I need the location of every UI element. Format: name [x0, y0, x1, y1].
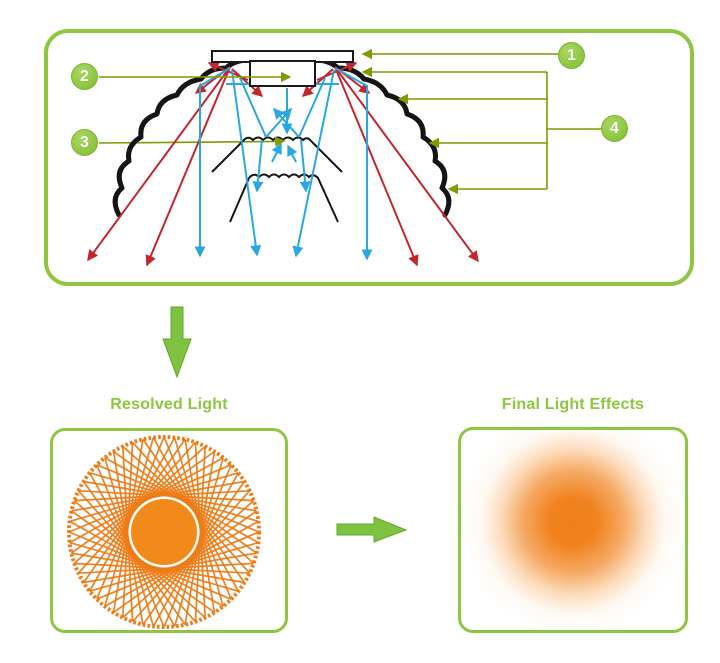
resolved-light-panel: [50, 428, 288, 633]
callout-badge-2: 2: [71, 63, 98, 90]
optics-panel: [44, 29, 694, 286]
spirograph-chords: [68, 436, 260, 628]
spirograph-pattern-icon: [67, 435, 261, 629]
right-arrow-icon: [336, 516, 408, 543]
down-arrow-icon: [162, 306, 192, 379]
final-light-title: Final Light Effects: [501, 396, 645, 413]
final-light-panel: [458, 427, 688, 633]
spirograph-core: [131, 499, 197, 565]
resolved-light-title: Resolved Light: [110, 396, 228, 413]
light-glow-icon: [461, 430, 685, 630]
callout-badge-1: 1: [558, 42, 585, 69]
callout-badge-4: 4: [601, 115, 628, 142]
callout-badge-3: 3: [71, 129, 98, 156]
